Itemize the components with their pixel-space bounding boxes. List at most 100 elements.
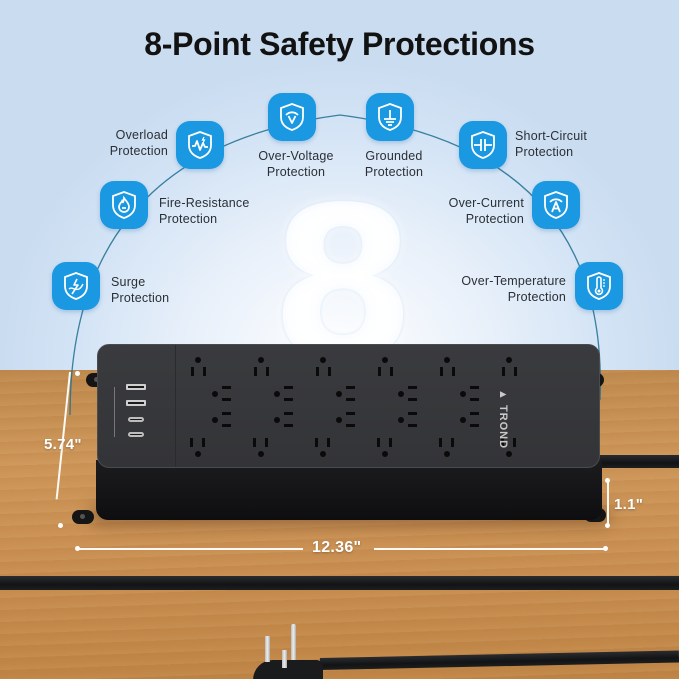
usb-c-port[interactable]	[128, 432, 144, 437]
outlet-slot	[444, 451, 450, 457]
outlet-slot	[195, 357, 201, 363]
dim-dot	[603, 546, 608, 551]
ac-outlet[interactable]	[208, 405, 234, 435]
plug-ground-pin	[291, 624, 296, 660]
outlet-slot	[408, 386, 417, 389]
usb-a-port[interactable]	[126, 384, 146, 390]
outlet-slot	[254, 367, 257, 376]
outlet-slot	[284, 412, 293, 415]
outlet-slot	[195, 451, 201, 457]
width-dimension-line-left	[78, 548, 303, 550]
outlet-slot	[451, 438, 454, 447]
outlet-slot	[222, 412, 231, 415]
outlet-slot	[202, 438, 205, 447]
ac-outlet[interactable]	[332, 405, 358, 435]
ac-outlet[interactable]	[270, 405, 296, 435]
outlet-slot	[460, 391, 466, 397]
usb-divider	[114, 387, 115, 437]
ac-outlet[interactable]	[183, 435, 213, 461]
usb-panel	[98, 345, 176, 467]
ground-shield-icon	[366, 93, 414, 141]
ac-outlet[interactable]	[246, 435, 276, 461]
outlet-slot	[222, 398, 231, 401]
surge-shield-icon	[52, 262, 100, 310]
outlet-slot	[284, 386, 293, 389]
ac-outlet[interactable]	[183, 353, 213, 379]
outlet-slot	[191, 367, 194, 376]
outlet-slot	[377, 438, 380, 447]
outlet-slot	[408, 398, 417, 401]
ac-outlet[interactable]	[494, 353, 524, 379]
outlet-slot	[336, 391, 342, 397]
power-cord-front	[0, 576, 679, 590]
page-title: 8-Point Safety Protections	[144, 26, 535, 62]
outlet-slot	[440, 367, 443, 376]
ac-outlet[interactable]	[432, 435, 462, 461]
outlet-slot	[346, 412, 355, 415]
outlet-slot	[253, 438, 256, 447]
brand-logo: ▲ TROND	[497, 389, 509, 450]
ac-outlet[interactable]	[494, 435, 524, 461]
ac-outlet[interactable]	[432, 353, 462, 379]
thermometer-shield-icon	[575, 262, 623, 310]
plug-prong	[265, 636, 270, 662]
depth-dimension: 1.1"	[614, 496, 644, 513]
ac-outlet[interactable]	[456, 405, 482, 435]
outlet-slot	[398, 391, 404, 397]
outlet-slot	[284, 424, 293, 427]
outlet-slot	[452, 367, 455, 376]
flat-plug	[253, 660, 323, 679]
ac-outlet[interactable]	[246, 353, 276, 379]
outlet-slot	[266, 367, 269, 376]
ac-outlet[interactable]	[308, 435, 338, 461]
outlet-slot	[346, 386, 355, 389]
ac-outlet[interactable]	[370, 435, 400, 461]
outlet-slot	[190, 438, 193, 447]
outlet-slot	[470, 386, 479, 389]
outlet-slot	[389, 438, 392, 447]
outlet-slot	[222, 386, 231, 389]
outlet-slot	[470, 424, 479, 427]
width-dimension: 12.36"	[312, 539, 362, 556]
outlet-slot	[470, 398, 479, 401]
outlet-slot	[506, 357, 512, 363]
outlet-slot	[336, 417, 342, 423]
outlet-slot	[203, 367, 206, 376]
outlet-slot	[265, 438, 268, 447]
outlet-slot	[514, 367, 517, 376]
outlet-slot	[346, 398, 355, 401]
mount-ear-bottom-left	[72, 510, 94, 524]
ac-outlet[interactable]	[394, 405, 420, 435]
outlet-slot	[439, 438, 442, 447]
ac-outlet[interactable]	[370, 353, 400, 379]
ac-outlet[interactable]	[308, 353, 338, 379]
outlet-slot	[346, 424, 355, 427]
outlet-slot	[284, 398, 293, 401]
outlet-slot	[315, 438, 318, 447]
dim-dot	[58, 523, 63, 528]
power-cord-right	[580, 455, 679, 468]
voltage-shield-icon	[268, 93, 316, 141]
outlet-slot	[408, 424, 417, 427]
usb-c-port[interactable]	[128, 417, 144, 422]
flame-shield-icon	[100, 181, 148, 229]
outlet-slot	[382, 451, 388, 457]
outlet-slot	[378, 367, 381, 376]
outlet-slot	[258, 451, 264, 457]
dim-dot	[605, 523, 610, 528]
power-strip: ▲ TROND	[97, 344, 600, 468]
outlet-slot	[408, 412, 417, 415]
usb-a-port[interactable]	[126, 400, 146, 406]
outlet-slot	[470, 412, 479, 415]
overload-shield-icon	[176, 121, 224, 169]
outlet-slot	[501, 438, 504, 447]
outlet-slot	[316, 367, 319, 376]
width-dimension-line-right	[374, 548, 605, 550]
